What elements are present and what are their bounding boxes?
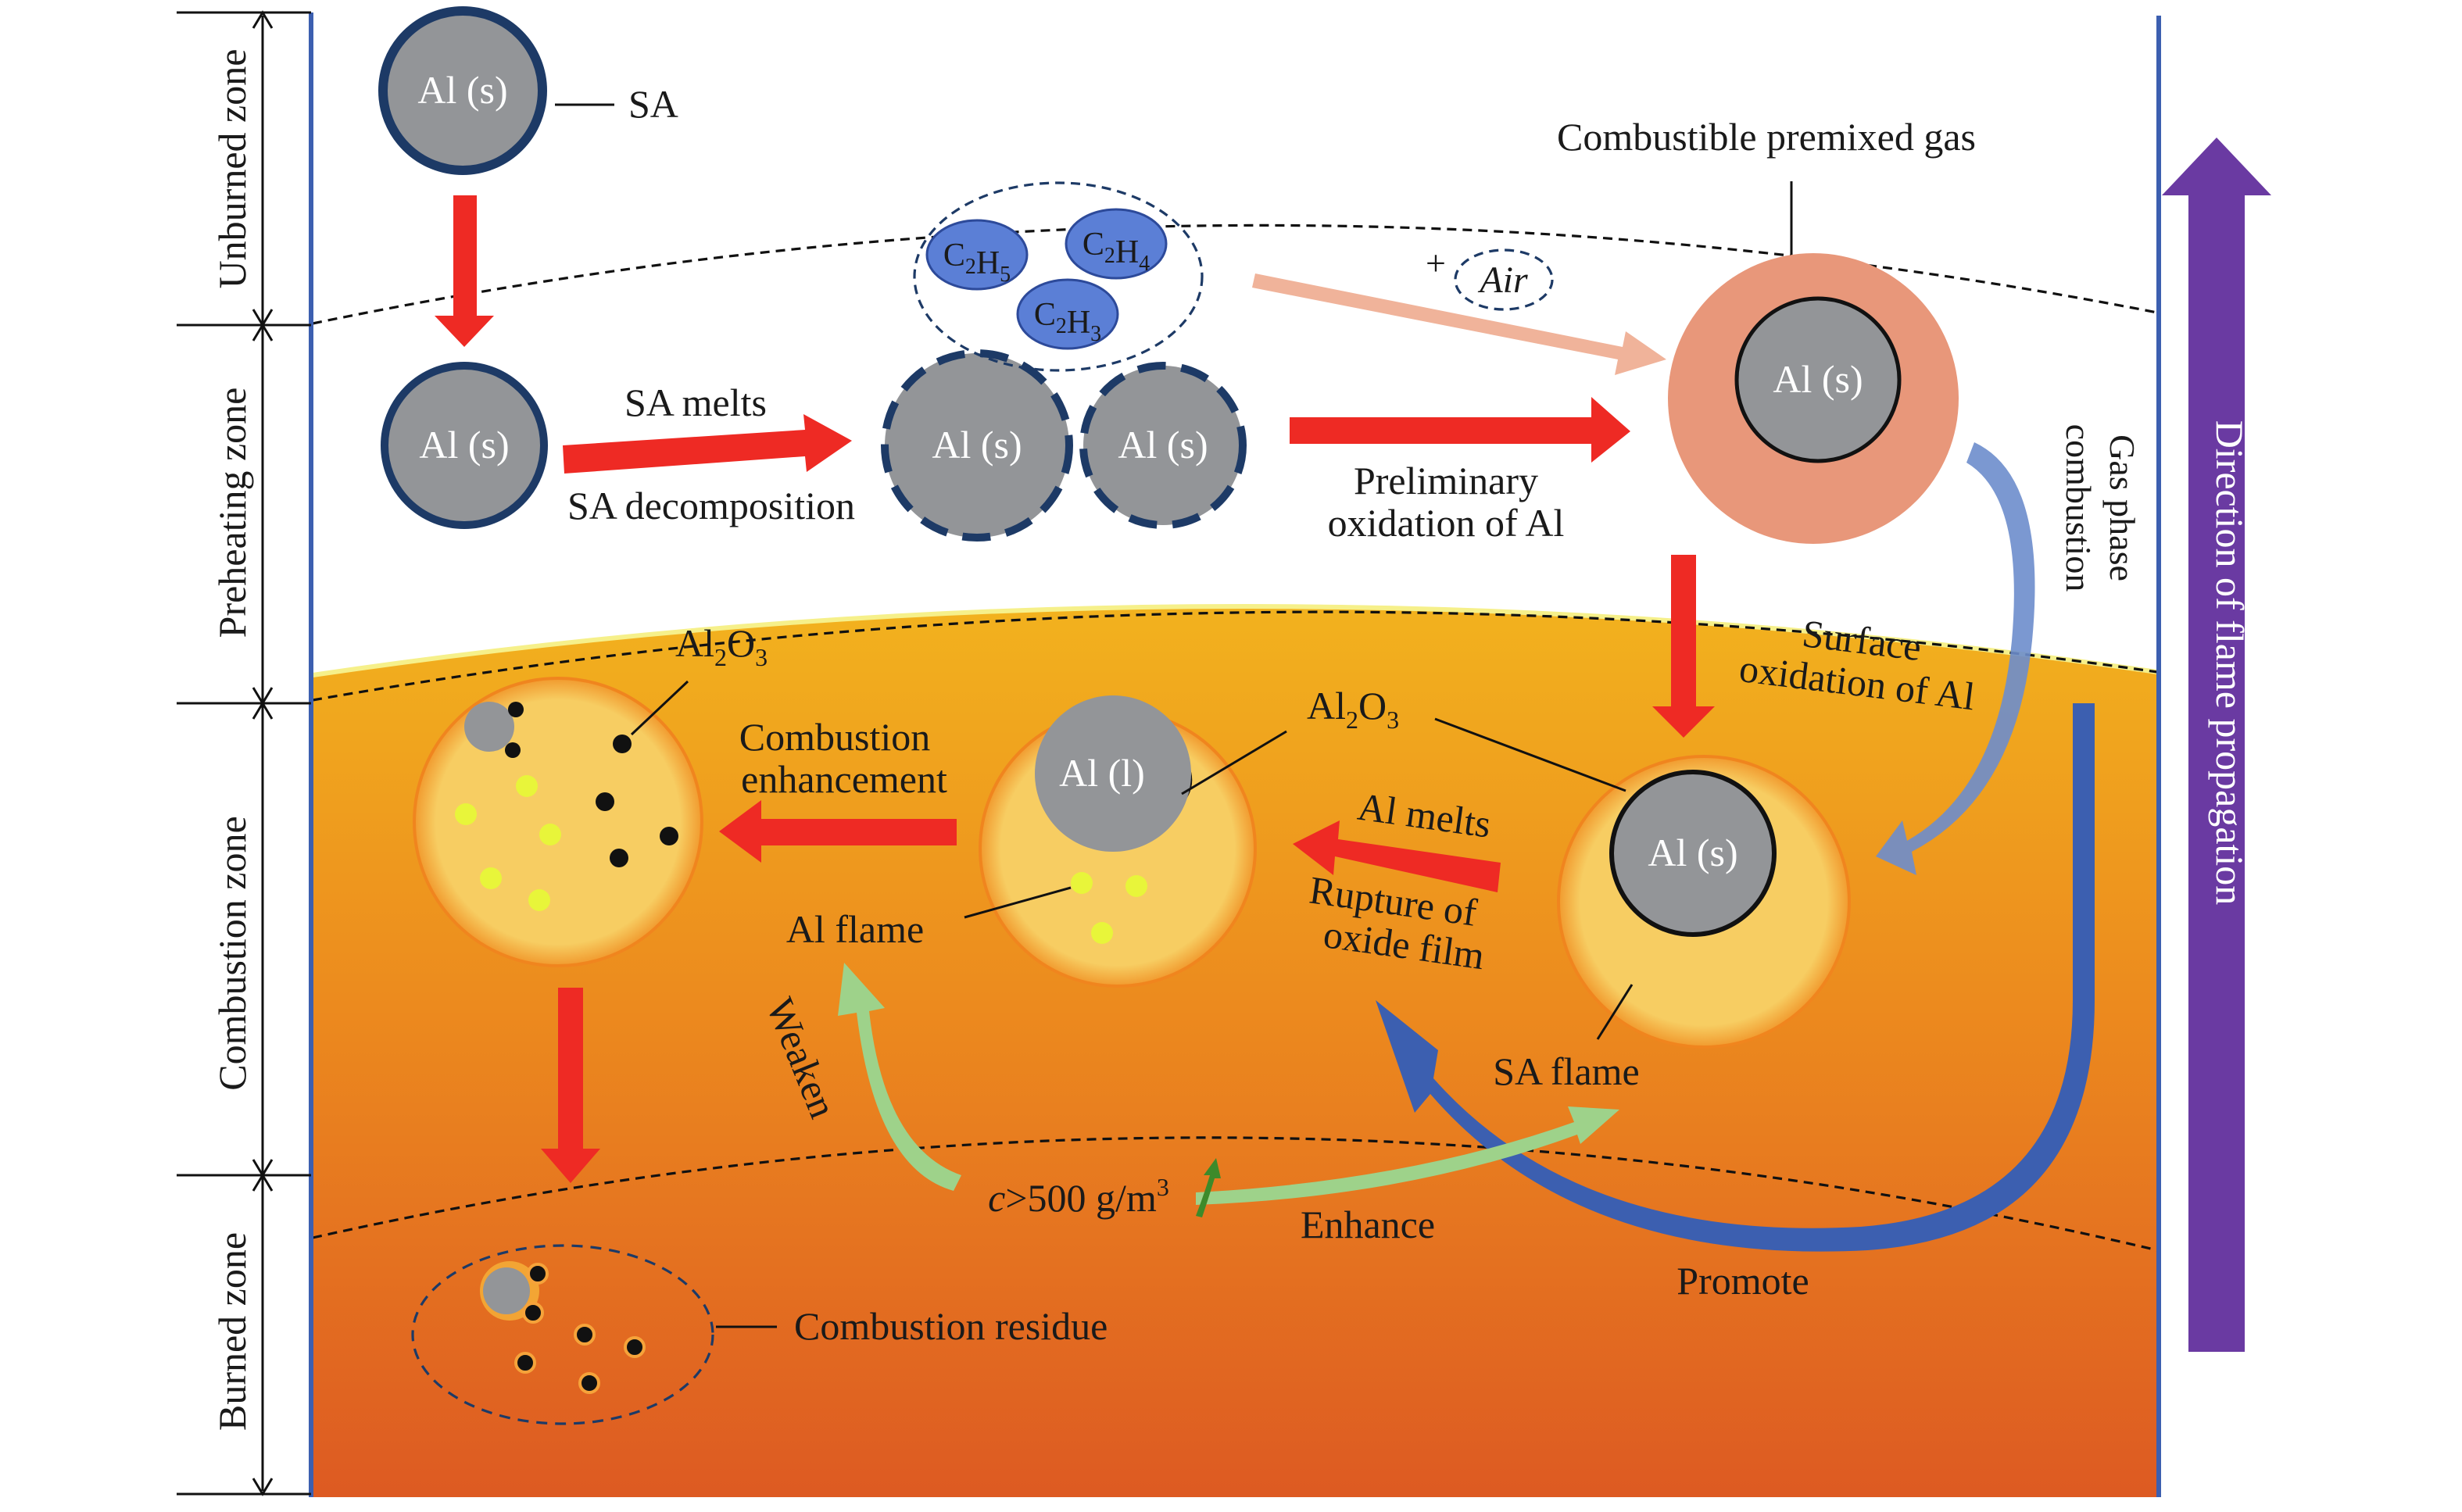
sa-particle-decomposing-1 [881, 349, 1073, 542]
flame-direction-label: Direction of flame propagation [2208, 420, 2252, 906]
al2o3-dot [505, 742, 521, 758]
sa-particle-preheating [381, 362, 548, 529]
flame-dot [1125, 875, 1147, 897]
enhance-label: Enhance [1301, 1203, 1435, 1246]
residue-dot [574, 1324, 596, 1346]
al-core-gas [1734, 296, 1902, 463]
molecule-c2h5-label: C2H5 [943, 238, 1011, 287]
molecule-c2h3 [1016, 278, 1119, 350]
sa-flame-leader [1596, 984, 1634, 1040]
sa-particle-decomposing-2 [1079, 362, 1247, 529]
gas-phase-arrow [1876, 442, 2035, 875]
residue-al-core [483, 1267, 530, 1314]
promote-label: Promote [1677, 1259, 1809, 1303]
concentration-label: c>500 g/m3 [988, 1173, 1169, 1220]
particle-label-al-s: Al (s) [1118, 423, 1208, 466]
flame-dot [516, 775, 538, 797]
combustible-gas-label: Combustible premixed gas [1557, 115, 1976, 159]
residue-dot [624, 1336, 646, 1358]
molecule-c2h3-label: C2H3 [1034, 297, 1101, 346]
combustion-residue-cloud [411, 1244, 714, 1425]
enhance-arrow [1196, 1106, 1619, 1205]
flame-direction-arrow [2162, 138, 2271, 1352]
gas-mixing-arrow [1252, 273, 1666, 375]
sa-decomposition-label: SA decomposition [567, 484, 855, 527]
red-arrow-down-2 [541, 988, 600, 1183]
zone-scale-bar [177, 10, 311, 1496]
al2o3-label-mid: Al2O3 [1307, 684, 1399, 734]
increase-arrow-small [1196, 1158, 1221, 1217]
flame-dot [539, 824, 561, 845]
sa-flame-label: SA flame [1493, 1049, 1639, 1093]
preliminary-oxidation-label-2: oxidation of Al [1328, 501, 1565, 545]
flame-dot [528, 889, 550, 911]
red-arrow-down-1 [435, 195, 494, 347]
al-core-liquid [1035, 695, 1191, 852]
surface-oxidation-arrow [1652, 555, 1715, 738]
sa-particle-unburned [378, 6, 547, 175]
flame-dot [480, 867, 502, 889]
preliminary-oxidation-label-1: Preliminary [1354, 459, 1538, 502]
combustion-enh-label-1: Combustion [739, 715, 930, 759]
flame-dot [1071, 872, 1093, 894]
al2o3-leader-mid [1181, 730, 1287, 795]
gas-phase-label-1: Gas phase [2102, 434, 2142, 581]
preheating-boundary-line [312, 610, 2158, 702]
particle-label-al-l: Al (l) [1059, 751, 1145, 795]
sa-melts-label: SA melts [624, 381, 767, 424]
al2o3-dot [613, 735, 632, 753]
molecule-c2h5 [925, 219, 1029, 291]
particle-label-al-s: Al (s) [1773, 357, 1863, 401]
al2o3-leader-sa [1434, 717, 1626, 792]
residual-al-core [464, 702, 514, 752]
plus-sign: + [1426, 243, 1446, 283]
residue-dot [522, 1302, 544, 1324]
al-flame-label: Al flame [786, 907, 924, 951]
particle-label-al-s: Al (s) [1648, 831, 1737, 874]
combustion-boundary-line [312, 1136, 2158, 1252]
residue-dot [514, 1352, 536, 1374]
molecule-c2h4-label: C2H4 [1082, 227, 1150, 276]
unburned-boundary-line [312, 223, 2158, 325]
al-melts-arrow [1293, 820, 1501, 892]
al2o3-dot [660, 827, 678, 845]
molecule-c2h4 [1065, 208, 1168, 280]
preliminary-oxidation-arrow [1290, 397, 1630, 463]
zone-label-unburned: Unburned zone [210, 49, 254, 289]
al-flame-leader [964, 886, 1072, 919]
zone-label-preheating: Preheating zone [210, 388, 254, 638]
combustion-enhancement-arrow [719, 800, 957, 863]
al2o3-dot [610, 849, 628, 867]
residue-dot [527, 1263, 549, 1285]
zone-label-burned: Burned zone [210, 1232, 254, 1431]
al2o3-dot [508, 702, 524, 717]
particle-label-al-s: Al (s) [932, 423, 1022, 466]
zone-label-combustion: Combustion zone [210, 816, 254, 1090]
molecule-cloud [913, 181, 1204, 372]
flame-dot [1091, 922, 1113, 944]
enhanced-combustion-particle [413, 677, 703, 967]
residue-dot [578, 1372, 600, 1394]
gas-phase-label-2: combustion [2059, 424, 2099, 592]
al-core-sa-flame [1609, 770, 1777, 937]
particle-label-al-s: Al (s) [417, 68, 507, 112]
al2o3-dot [596, 792, 614, 811]
flame-dot [455, 803, 477, 825]
air-bubble [1454, 248, 1554, 311]
air-label: Air [1477, 259, 1528, 301]
sa-melts-arrow [563, 414, 852, 474]
particle-label-al-s: Al (s) [419, 423, 509, 466]
sa-label: SA [628, 82, 678, 126]
combustion-enh-label-2: enhancement [741, 757, 947, 801]
combustion-residue-label: Combustion residue [794, 1304, 1108, 1348]
weaken-arrow [838, 963, 961, 1191]
al2o3-leader-left [630, 680, 689, 736]
